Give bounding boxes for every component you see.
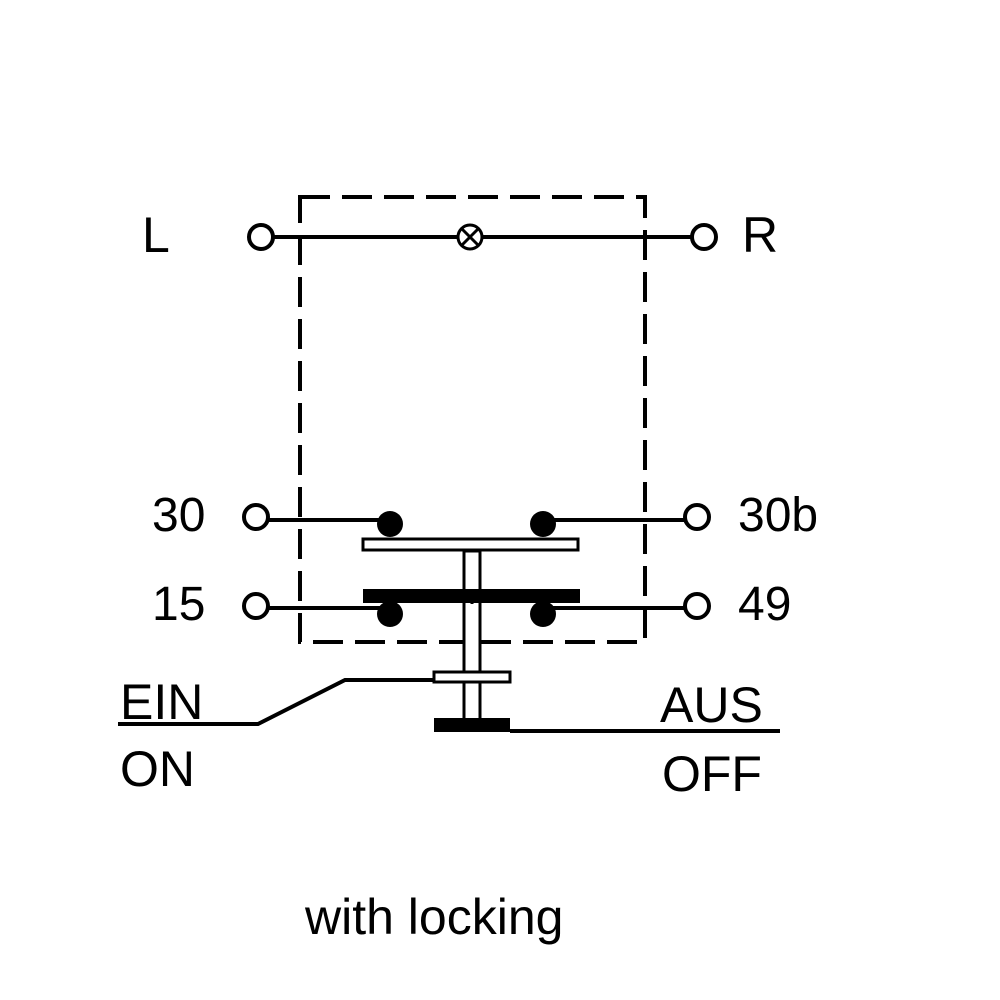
label-l: L xyxy=(142,207,170,263)
ein-position-flange xyxy=(432,670,512,684)
terminal-l xyxy=(247,223,275,251)
ein-leader-line xyxy=(118,678,434,726)
label-on: ON xyxy=(120,741,195,797)
terminal-r xyxy=(690,223,718,251)
terminal-15 xyxy=(242,592,270,620)
contact-15-dot xyxy=(377,601,403,627)
indicator-lamp-icon xyxy=(456,223,484,251)
terminal-30b xyxy=(683,503,711,531)
contact-49-dot xyxy=(530,601,556,627)
contact-bridge-open xyxy=(361,537,580,552)
terminal-30 xyxy=(242,503,270,531)
label-r: R xyxy=(742,207,778,263)
label-15: 15 xyxy=(152,578,205,631)
contact-30b-dot xyxy=(530,511,556,537)
label-30b: 30b xyxy=(738,489,818,542)
label-off: OFF xyxy=(662,746,762,802)
plunger-shaft xyxy=(462,549,482,728)
label-ein: EIN xyxy=(120,674,203,730)
caption: with locking xyxy=(304,889,563,945)
aus-position-base xyxy=(434,718,510,732)
label-30: 30 xyxy=(152,489,205,542)
contact-30-dot xyxy=(377,511,403,537)
switch-housing-dashed-outline xyxy=(298,195,647,644)
label-aus: AUS xyxy=(660,677,763,733)
terminal-49 xyxy=(683,592,711,620)
label-49: 49 xyxy=(738,578,791,631)
